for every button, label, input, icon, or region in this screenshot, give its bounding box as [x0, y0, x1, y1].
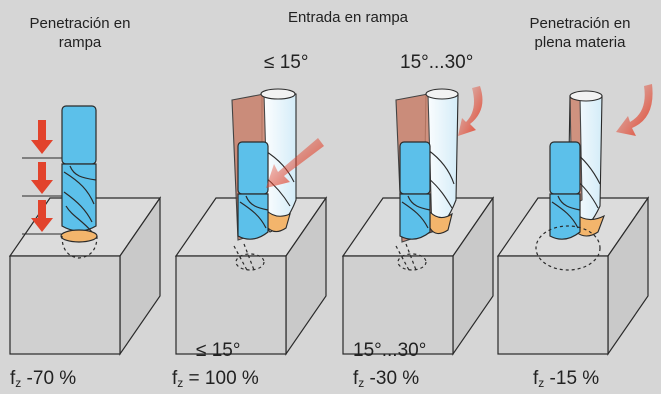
feed-col3-value: -30 %	[364, 368, 420, 389]
feed-col1-value: -70 %	[21, 368, 77, 389]
workpiece-block-2	[174, 196, 328, 356]
angle-bottom-col3: 15°...30°	[353, 340, 427, 361]
approach-arrow-3	[458, 86, 483, 136]
header-full-plunge-line1: Penetración en	[529, 15, 631, 32]
feed-col4-sub: z	[538, 376, 545, 390]
feed-col1: fz -70 %	[10, 368, 76, 394]
feed-col1-prefix: f	[10, 368, 16, 389]
header-plunge-ramp-line2: rampa	[58, 34, 102, 51]
feed-col1-sub: z	[15, 376, 22, 390]
feed-col3-sub: z	[358, 376, 365, 390]
feed-col4: fz -15 %	[533, 368, 599, 394]
feed-col4-value: -15 %	[544, 368, 600, 389]
header-plunge-ramp: Penetración en rampa	[14, 14, 146, 52]
feed-col3: fz -30 %	[353, 368, 419, 394]
feed-col4-prefix: f	[533, 368, 539, 389]
angle-top-col3: 15°...30°	[400, 52, 474, 73]
ramp-tool-3	[395, 141, 431, 273]
angle-top-col2: ≤ 15°	[264, 52, 309, 73]
approach-arrow-4	[616, 84, 653, 136]
feed-col2-prefix: f	[172, 368, 178, 389]
feed-step-arrows	[22, 120, 62, 235]
feed-col2-value: = 100 %	[183, 368, 259, 389]
feed-col3-prefix: f	[353, 368, 359, 389]
feed-col2-sub: z	[177, 376, 184, 390]
angle-bottom-col2: ≤ 15°	[196, 340, 241, 361]
approach-arrow-2	[266, 138, 324, 188]
feed-col2: fz = 100 %	[172, 368, 259, 394]
header-plunge-ramp-line1: Penetración en	[29, 15, 131, 32]
header-ramp-entry: Entrada en rampa	[287, 9, 409, 26]
header-full-plunge-line2: plena materia	[534, 34, 626, 51]
plunge-tool-4	[535, 141, 601, 271]
plunge-tool-1	[60, 105, 98, 259]
ramp-tool-2	[233, 141, 269, 273]
header-full-plunge: Penetración en plena materia	[510, 14, 650, 52]
